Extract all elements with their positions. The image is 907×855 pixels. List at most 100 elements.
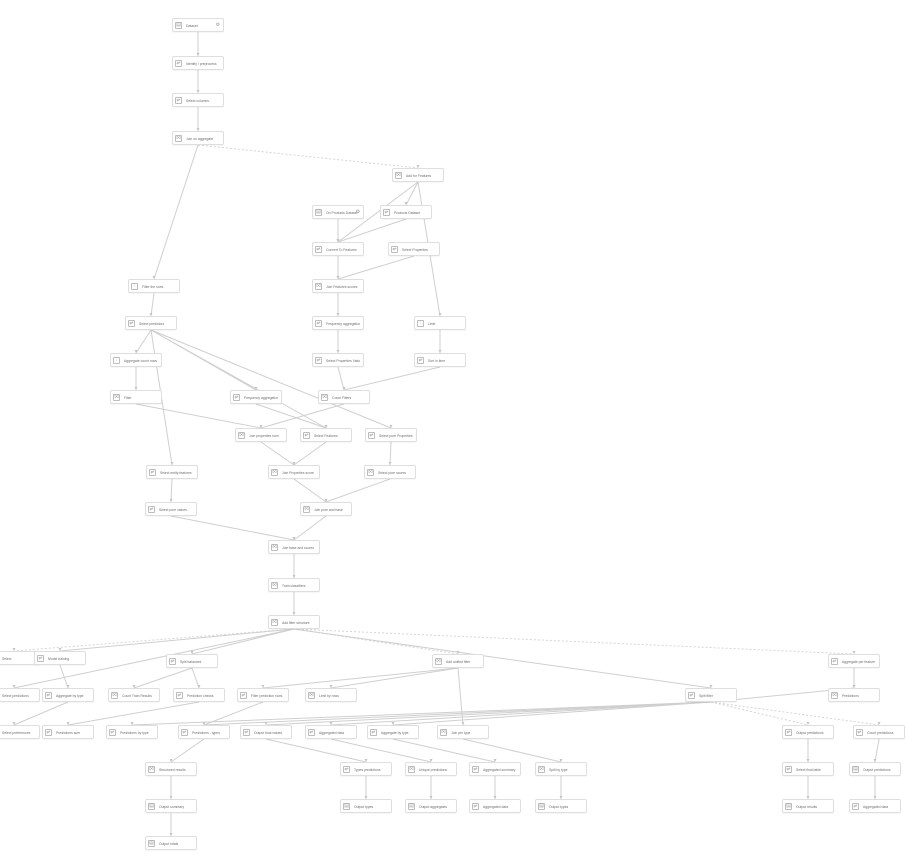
pipeline-node-n47[interactable]: ⥂Predictions by type: [106, 725, 158, 739]
pipeline-node-n11[interactable]: ⫶Filter the rows: [128, 279, 180, 293]
pipeline-node-n5[interactable]: ⨝Add for Features: [392, 168, 444, 182]
edge-n14-n17: [135, 329, 152, 354]
transform-icon: ⥂: [852, 803, 859, 810]
pipeline-node-n55[interactable]: ⨝Structured results: [145, 762, 197, 776]
pipeline-node-n7[interactable]: ⥂Products Dataset: [380, 205, 432, 219]
pipeline-node-n20[interactable]: ⥂Frequency aggregation: [230, 390, 282, 404]
pipeline-node-n45[interactable]: ⨝Select preferences: [0, 725, 40, 739]
pipeline-node-n65[interactable]: ⥂Aggregated data: [469, 799, 521, 813]
pipeline-node-n10[interactable]: ⨝Join Features scores: [312, 279, 364, 293]
pipeline-node-n69[interactable]: ▤Output totals: [145, 836, 197, 850]
node-title: Split balanced: [180, 660, 202, 664]
pipeline-node-n37[interactable]: ⨝Select predictions: [0, 688, 40, 702]
pipeline-node-n58[interactable]: ⥂Aggregated summary: [469, 762, 521, 776]
join-icon: ⨝: [113, 394, 120, 401]
gear-icon[interactable]: ⚙: [215, 22, 221, 28]
pipeline-node-n2[interactable]: ⥂Identify / preprocess: [172, 56, 224, 70]
node-title: Select pure scores: [378, 471, 407, 475]
pipeline-node-n50[interactable]: ⥂Aggregated data: [305, 725, 357, 739]
edge-n34-n39: [133, 667, 193, 689]
pipeline-node-n62[interactable]: ▤Output summary: [145, 799, 197, 813]
transform-icon: ⥂: [45, 729, 52, 736]
pipeline-node-n15[interactable]: ⥂Select Properties Value: [312, 353, 364, 367]
pipeline-node-n39[interactable]: ⨝Count Train Results: [108, 688, 160, 702]
pipeline-node-n3[interactable]: ⥂Select columns: [172, 93, 224, 107]
pipeline-node-n42[interactable]: ⨝Limit by rows: [305, 688, 357, 702]
node-title: Select final table: [796, 768, 821, 772]
pipeline-node-n68[interactable]: ⥂ Aggregated data: [849, 799, 901, 813]
edge-n31-n35: [293, 628, 459, 655]
gear-icon[interactable]: ⚙: [355, 209, 361, 215]
node-title: Output final values: [254, 731, 283, 735]
pipeline-node-n43[interactable]: ⥂Split filter: [685, 688, 737, 702]
pipeline-node-n25[interactable]: ⨝Join Properties score: [268, 465, 320, 479]
pipeline-node-n33[interactable]: ⥂Model training: [34, 651, 86, 665]
node-title: Aggregate by type: [56, 694, 84, 698]
pipeline-node-n8[interactable]: ⥂Convert To Features: [312, 242, 364, 256]
pipeline-node-n18[interactable]: ⨝Filter: [110, 390, 162, 404]
node-title: Aggregate count rows: [124, 359, 157, 363]
pipeline-node-n64[interactable]: ▤Output aggregates: [405, 799, 457, 813]
pipeline-node-n67[interactable]: ▤Output results: [782, 799, 834, 813]
pipeline-node-n59[interactable]: ⨝Split by type: [535, 762, 587, 776]
node-title: Select preferences: [2, 731, 31, 735]
pipeline-node-n1[interactable]: ▤Dataset⚙: [172, 18, 224, 32]
pipeline-node-n28[interactable]: ⨝Join pure and base: [300, 502, 352, 516]
pipeline-node-n57[interactable]: ⨝Unique predictions: [405, 762, 457, 776]
pipeline-node-n31[interactable]: ⨝Add filter structure: [268, 615, 320, 629]
pipeline-node-n9[interactable]: ⥂Select Properties: [388, 242, 440, 256]
pipeline-node-n51[interactable]: ⥂Aggregate by type: [367, 725, 419, 739]
transform-icon: ⥂: [308, 729, 315, 736]
pipeline-node-n30[interactable]: ⨝Train classifiers: [268, 578, 320, 592]
node-title: Output totals: [159, 842, 179, 846]
pipeline-node-n38[interactable]: ⥂Aggregate by type: [42, 688, 94, 702]
edge-n31-n32: [13, 628, 295, 652]
node-title: Add filter structure: [282, 621, 310, 625]
node-title: Unique predictions: [419, 768, 448, 772]
pipeline-node-n40[interactable]: ⥂Prediction checks: [173, 688, 225, 702]
node-title: Join base and scores: [282, 546, 315, 550]
pipeline-node-n16[interactable]: ⥂Sort in time: [414, 353, 466, 367]
pipeline-node-n56[interactable]: ⥂Types predictions: [340, 762, 392, 776]
pipeline-node-n19[interactable]: ⨝Count Filters: [318, 390, 370, 404]
pipeline-node-n35[interactable]: ⨝Add unified filter: [432, 654, 484, 668]
pipeline-node-n54[interactable]: ⥂Count predictions: [853, 725, 905, 739]
pipeline-node-n4[interactable]: ⨝Join on aggregate: [172, 131, 224, 145]
pipeline-node-n34[interactable]: ⥂Split balanced: [166, 654, 218, 668]
pipeline-node-n41[interactable]: ⥂Filter prediction rows: [237, 688, 289, 702]
pipeline-node-n22[interactable]: ⥂Select Features: [300, 428, 352, 442]
pipeline-node-n24[interactable]: ⥂Select entity features: [146, 465, 198, 479]
pipeline-node-n36[interactable]: ⥂Aggregate per feature: [828, 654, 880, 668]
pipeline-node-n60[interactable]: ⥂Select final table: [782, 762, 834, 776]
pipeline-node-n63[interactable]: ▤Output types: [340, 799, 392, 813]
pipeline-node-n27[interactable]: ⥂Select pure values: [145, 502, 197, 516]
transform-icon: ⥂: [383, 209, 390, 216]
transform-icon: ⥂: [176, 692, 183, 699]
pipeline-node-n29[interactable]: ⨝Join base and scores: [268, 540, 320, 554]
pipeline-node-n12[interactable]: ⥂Frequency aggregation: [312, 316, 364, 330]
join-icon: ⨝: [395, 172, 402, 179]
pipeline-node-n48[interactable]: ⥂Predictions - types: [178, 725, 230, 739]
pipeline-node-n46[interactable]: ⥂Predictions sum: [42, 725, 94, 739]
pipeline-node-n23[interactable]: ⥂Select pure Properties: [365, 428, 417, 442]
edge-n43-n51: [392, 701, 712, 726]
pipeline-node-n61[interactable]: ▤Output predictions: [849, 762, 901, 776]
pipeline-node-n14[interactable]: ⥂Select predictors: [125, 316, 177, 330]
pipeline-node-n13[interactable]: ⫶Limit: [414, 316, 466, 330]
node-title: Join per type: [451, 731, 471, 735]
dataset-icon: ▤: [315, 209, 322, 216]
edge-n35-n42: [330, 667, 459, 689]
edge-n20-n22: [255, 403, 327, 429]
pipeline-node-n17[interactable]: ⫶Aggregate count rows: [110, 353, 162, 367]
pipeline-node-n21[interactable]: ⨝Join properties sum: [235, 428, 287, 442]
pipeline-node-n49[interactable]: ⥂Output final values: [240, 725, 292, 739]
pipeline-node-n53[interactable]: ⥂Output predictions: [782, 725, 834, 739]
pipeline-node-n6[interactable]: ▤On Products Dataset⚙: [312, 205, 364, 219]
node-title: Aggregated data: [863, 805, 889, 809]
join-icon: ⨝: [315, 283, 322, 290]
pipeline-node-n52[interactable]: ⨝Join per type: [437, 725, 489, 739]
pipeline-node-n44[interactable]: ⨝Predictions: [828, 688, 880, 702]
pipeline-node-n66[interactable]: ▤Output types: [535, 799, 587, 813]
pipeline-node-n26[interactable]: ⨝Select pure scores: [364, 465, 416, 479]
